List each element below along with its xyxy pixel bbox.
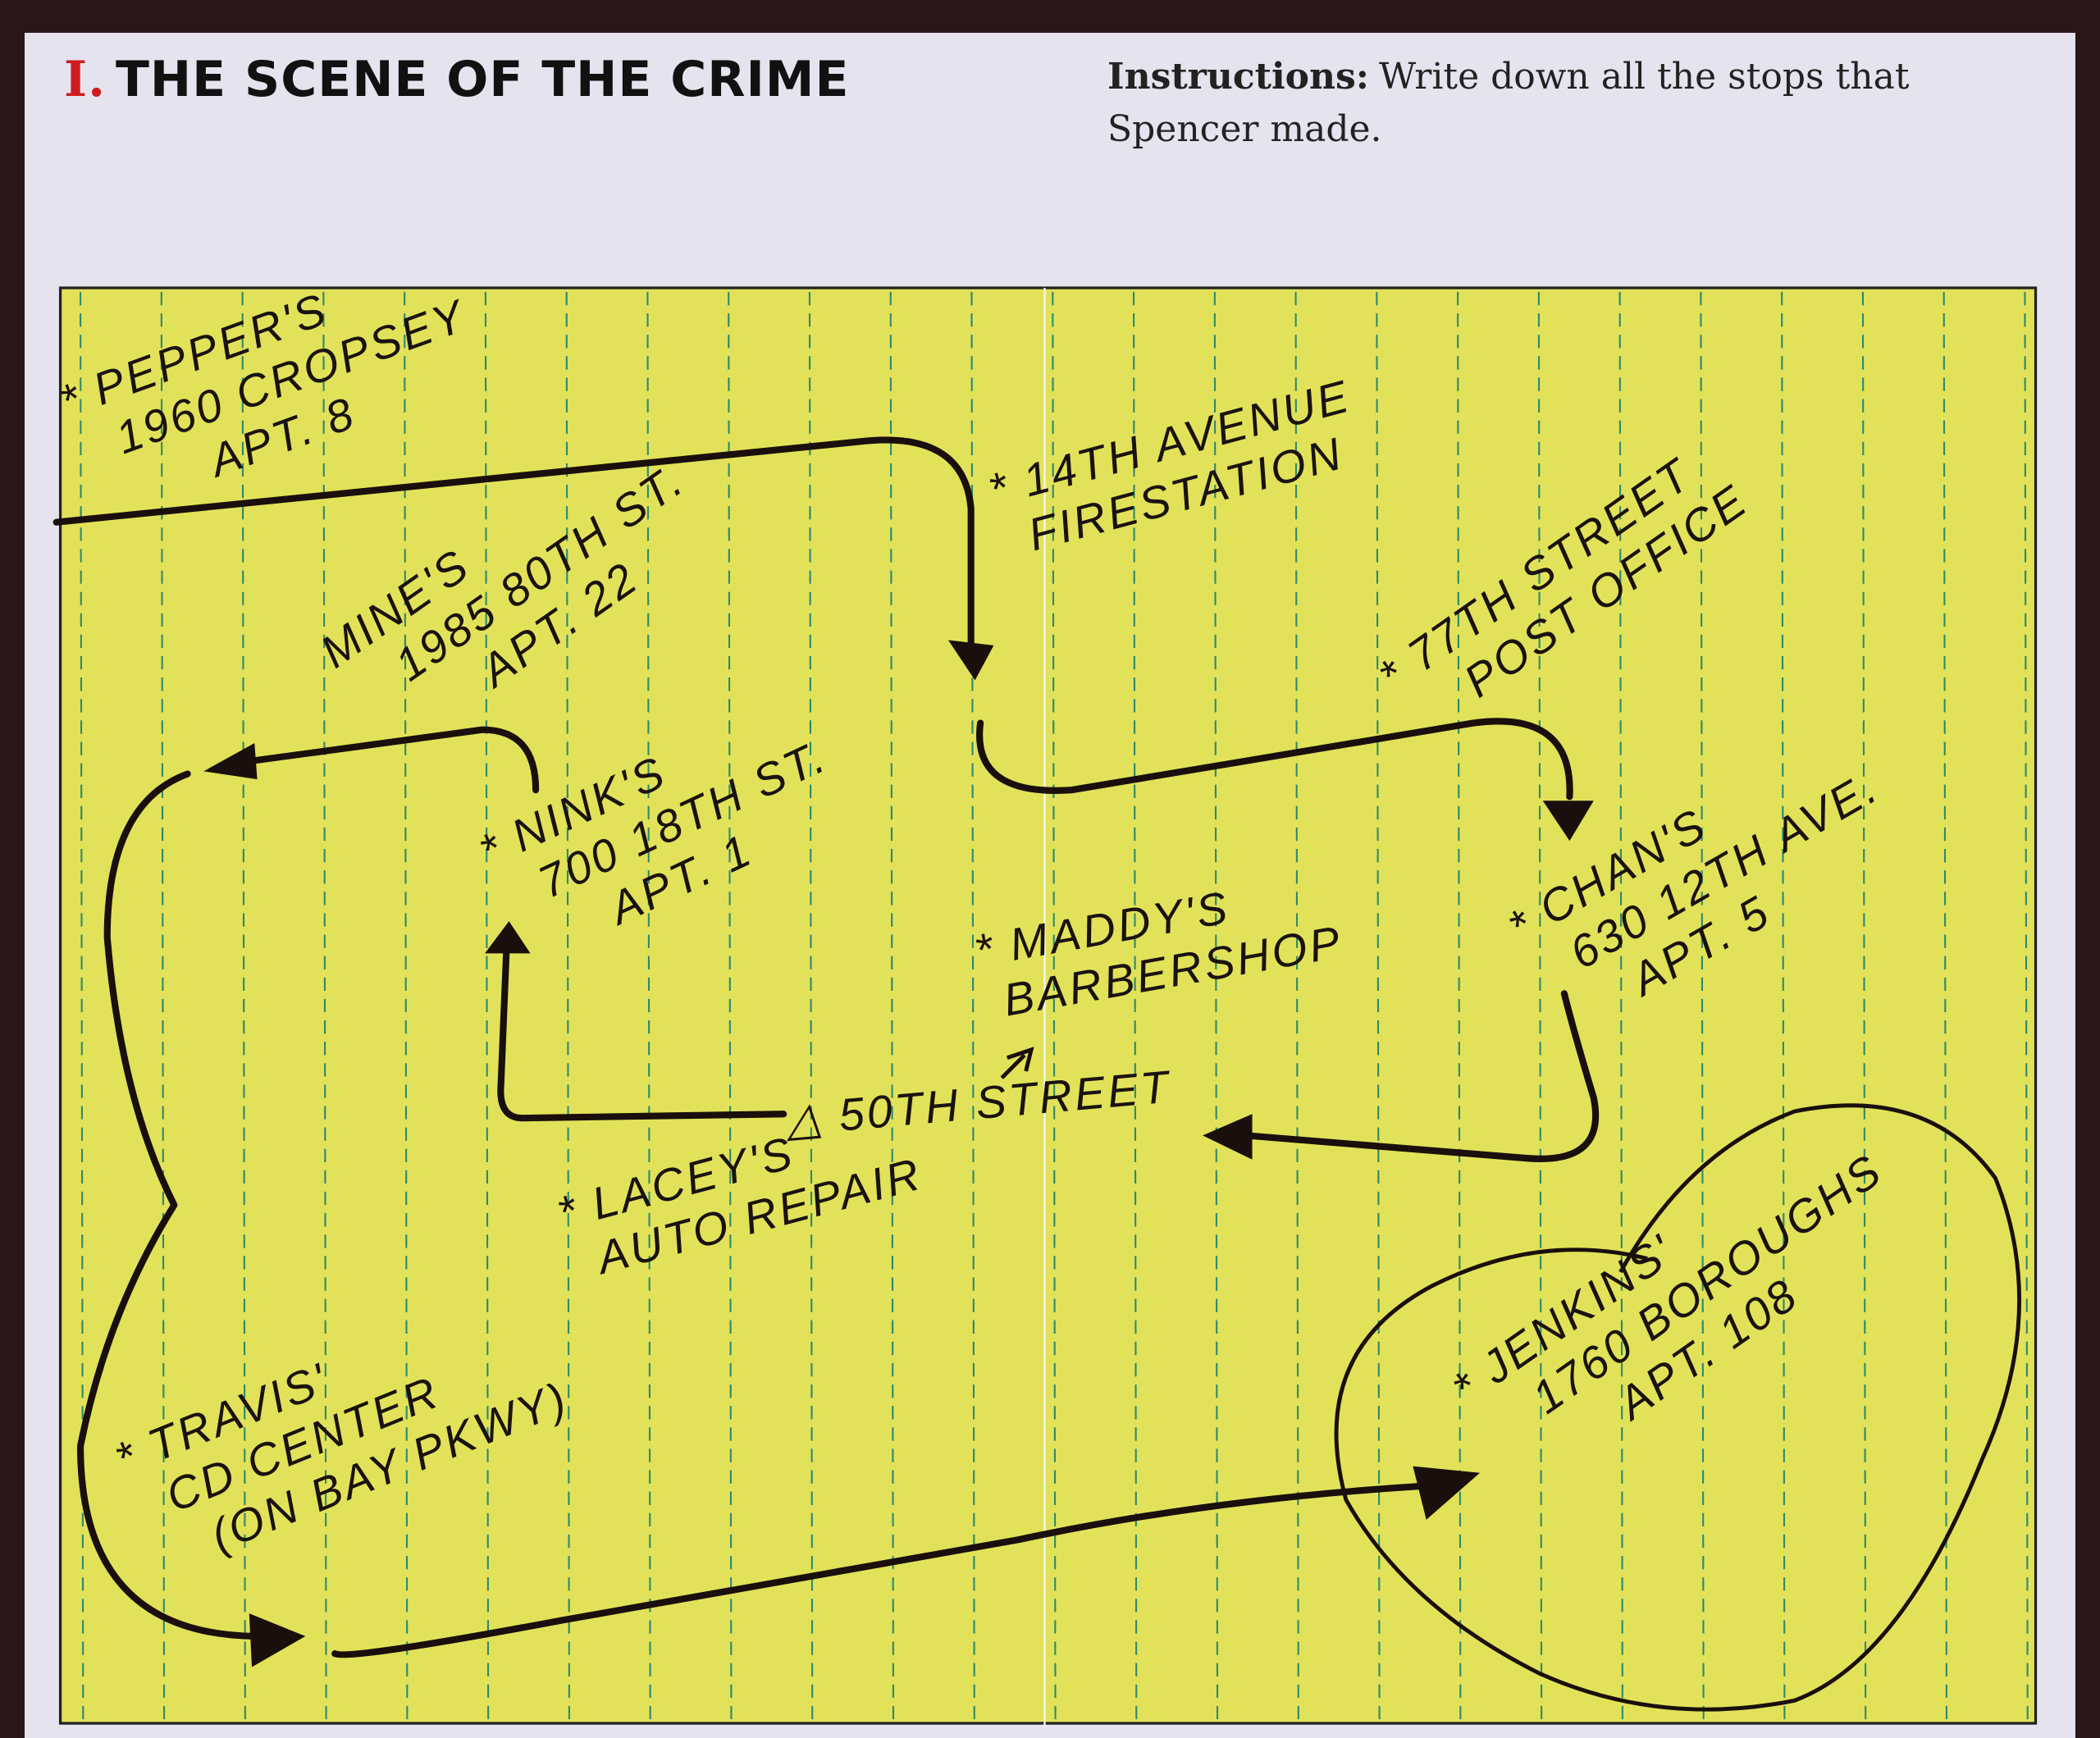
arrow-head-right [249, 1613, 306, 1667]
arrow-head-up [485, 921, 531, 954]
section-title-text: THE SCENE OF THE CRIME [115, 51, 850, 108]
rule-line [808, 291, 814, 1721]
rule-line [646, 291, 651, 1721]
rule-line [1052, 291, 1057, 1721]
rule-line [241, 291, 246, 1721]
rule-line [1294, 291, 1299, 1721]
route-travis [76, 770, 258, 1640]
rule-line [565, 291, 570, 1721]
rule-line [1700, 291, 1705, 1721]
arrow-head-left [1203, 1114, 1253, 1160]
arrow-head-right [1413, 1466, 1481, 1520]
rule-line [322, 291, 327, 1721]
rule-line [1781, 291, 1786, 1721]
rule-line [1942, 291, 1948, 1721]
instructions-label: Instructions: [1107, 56, 1370, 98]
jenkins-loop [1334, 1103, 2022, 1712]
route-chans [1242, 990, 1600, 1162]
rule-line [1213, 291, 1219, 1721]
rule-line [1376, 291, 1381, 1721]
section-number: I. [64, 51, 106, 108]
route-postoffice [976, 718, 1573, 801]
rule-line [404, 291, 409, 1721]
rule-line [160, 291, 166, 1721]
arrow-head-down [1542, 801, 1594, 842]
section-title: I.THE SCENE OF THE CRIME [64, 51, 849, 108]
instructions-text: Write down all the stops that Spencer ma… [1107, 56, 1910, 150]
ruled-lines [80, 291, 2029, 1721]
route-50th [497, 950, 788, 1122]
rule-line [2024, 291, 2029, 1721]
route-jenkins [331, 1483, 1423, 1658]
arrow-head-down [947, 640, 994, 681]
route-firestation [52, 436, 975, 646]
rule-line [1861, 291, 1867, 1721]
rule-line [1132, 291, 1138, 1721]
yellow-legal-pad [58, 286, 2038, 1725]
rule-line [728, 291, 733, 1721]
rule-line [484, 291, 490, 1721]
instructions: Instructions:Write down all the stops th… [1107, 51, 2034, 156]
arrow-head-left [203, 743, 258, 780]
barbershop-pointer-arrow [1000, 1047, 1034, 1079]
rule-line [889, 291, 895, 1721]
route-ninks [251, 726, 540, 794]
rule-line [1618, 291, 1623, 1721]
rule-line [1537, 291, 1543, 1721]
